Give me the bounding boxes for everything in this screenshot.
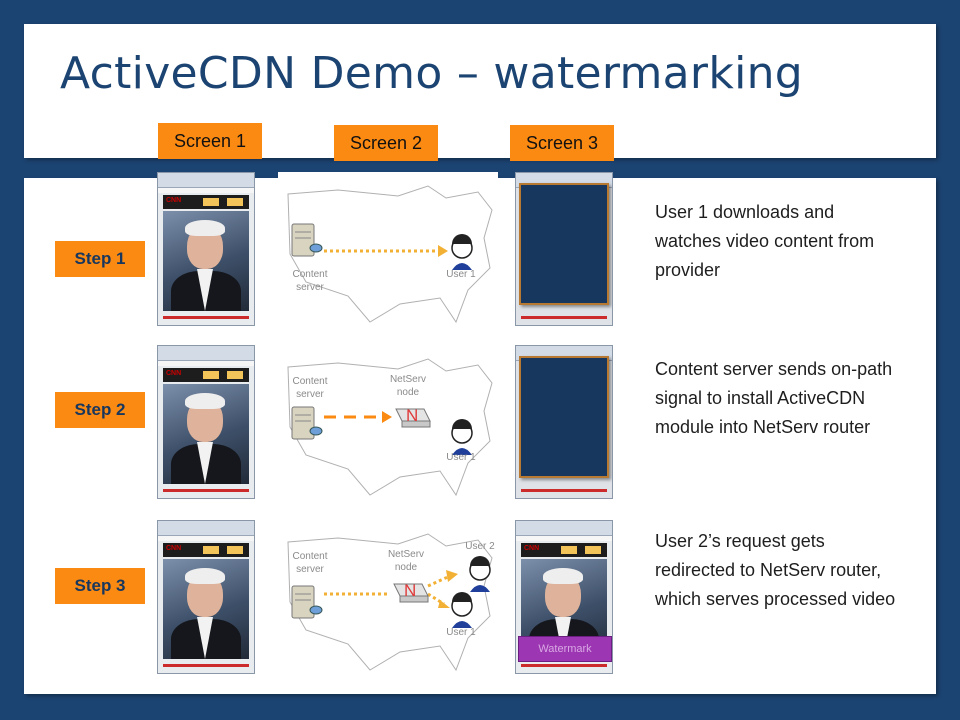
watermark-badge: Watermark (518, 636, 612, 662)
user-icon (451, 592, 473, 628)
step-2-label: Step 2 (55, 392, 145, 428)
network-map-step1: Content server User 1 (278, 172, 498, 330)
step-2-description: Content server sends on-path signal to i… (655, 359, 893, 437)
screen3-step2-blank (515, 345, 613, 499)
screen3-step1-blank (515, 172, 613, 326)
user1-label: User 1 (446, 452, 476, 463)
screen1-step2-video: CNN (157, 345, 255, 499)
step-1-description: User 1 downloads and watches video conte… (655, 202, 875, 280)
network-map-step2: N Content server NetServ node User 1 (278, 345, 498, 503)
screen1-step3-video: CNN (157, 520, 255, 674)
cnn-logo-icon: CNN (166, 197, 182, 204)
cnn-logo-icon: CNN (166, 370, 182, 377)
us-map-diagram (287, 185, 493, 324)
server-icon (291, 585, 323, 619)
router-icon: N (393, 581, 429, 603)
content-server-label: Content server (292, 269, 328, 293)
user1-label: User 1 (446, 269, 476, 280)
page-title: ActiveCDN Demo – watermarking (60, 48, 804, 99)
cnn-logo-icon: CNN (166, 545, 182, 552)
step-1-label: Step 1 (55, 241, 145, 277)
cnn-logo-icon: CNN (524, 545, 540, 552)
network-map-step3: N Content server NetServ node User 2 Use… (278, 520, 498, 678)
user1-label: User 1 (446, 627, 476, 638)
user2-icon (469, 556, 491, 592)
netserv-node-label: NetServ node (389, 374, 427, 398)
screen-3-label: Screen 3 (510, 125, 614, 161)
step-3-label: Step 3 (55, 568, 145, 604)
content-server-label: Content server (292, 551, 328, 575)
us-map-diagram: N (287, 533, 493, 672)
screen-1-label: Screen 1 (158, 123, 262, 159)
content-server-label: Content server (292, 376, 328, 400)
svg-text:N: N (406, 406, 418, 425)
server-icon (291, 223, 323, 257)
user-icon (451, 419, 473, 455)
router-icon: N (395, 406, 431, 428)
user2-label: User 2 (465, 541, 495, 552)
screen1-step1-video: CNN (157, 172, 255, 326)
user-icon (451, 234, 473, 270)
screen-2-label: Screen 2 (334, 125, 438, 161)
step-3-description: User 2’s request gets redirected to NetS… (655, 531, 896, 609)
svg-text:N: N (404, 581, 416, 600)
us-map-diagram: N (287, 358, 493, 497)
netserv-node-label: NetServ node (387, 549, 425, 573)
server-icon (291, 406, 323, 440)
